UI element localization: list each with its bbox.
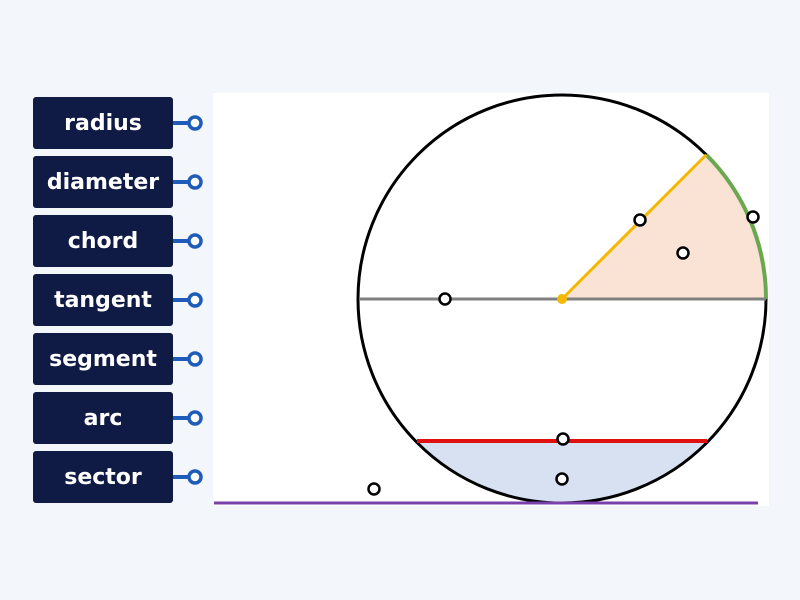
radius-drop-point[interactable] bbox=[633, 213, 647, 227]
label-text: diameter bbox=[46, 169, 160, 195]
segment-region bbox=[415, 441, 709, 504]
label-text: sector bbox=[64, 464, 142, 490]
connector-pin-icon[interactable] bbox=[173, 231, 205, 251]
label-arc[interactable]: arc bbox=[33, 392, 173, 444]
diameter-drop-point[interactable] bbox=[438, 292, 452, 306]
chord-drop-point[interactable] bbox=[556, 432, 570, 446]
connector-pin-icon[interactable] bbox=[173, 172, 205, 192]
connector-pin-icon[interactable] bbox=[173, 467, 205, 487]
tangent-drop-point[interactable] bbox=[367, 482, 381, 496]
segment-drop-point[interactable] bbox=[555, 472, 569, 486]
label-tangent[interactable]: tangent bbox=[33, 274, 173, 326]
arc-drop-point[interactable] bbox=[746, 210, 760, 224]
connector-pin-icon[interactable] bbox=[173, 290, 205, 310]
label-radius[interactable]: radius bbox=[33, 97, 173, 149]
label-chord[interactable]: chord bbox=[33, 215, 173, 267]
label-diameter[interactable]: diameter bbox=[33, 156, 173, 208]
sector-region bbox=[562, 154, 766, 299]
connector-pin-icon[interactable] bbox=[173, 349, 205, 369]
label-segment[interactable]: segment bbox=[33, 333, 173, 385]
label-text: chord bbox=[67, 228, 139, 254]
connector-pin-icon[interactable] bbox=[173, 113, 205, 133]
label-text: segment bbox=[49, 346, 157, 372]
radius-line bbox=[560, 153, 708, 301]
label-text: arc bbox=[83, 405, 123, 431]
center-point bbox=[557, 294, 567, 304]
label-text: tangent bbox=[54, 287, 152, 313]
connector-pin-icon[interactable] bbox=[173, 408, 205, 428]
sector-drop-point[interactable] bbox=[676, 246, 690, 260]
label-text: radius bbox=[64, 110, 142, 136]
label-sector[interactable]: sector bbox=[33, 451, 173, 503]
